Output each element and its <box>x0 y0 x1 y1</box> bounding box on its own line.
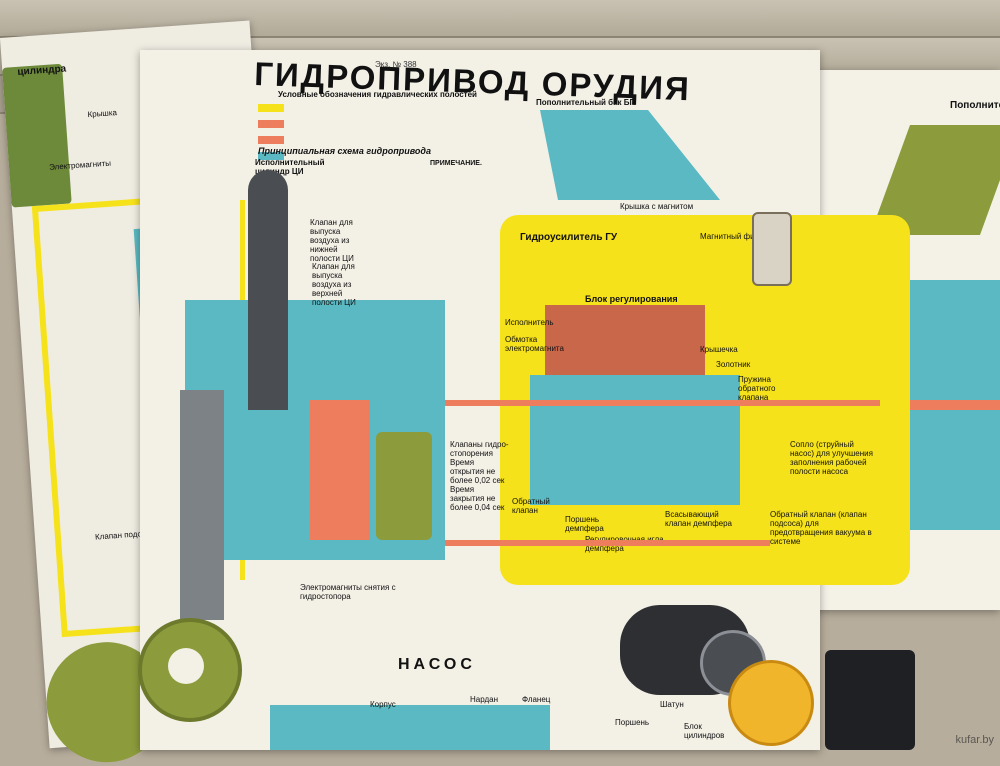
damper-piston-label: Поршень демпфера <box>565 515 604 533</box>
legend-heading: Условные обозначения гидравлических поло… <box>278 90 477 99</box>
bleed-lower-label: Клапан для выпуска воздуха из нижней пол… <box>310 218 354 263</box>
swash-plate <box>728 660 814 746</box>
cylinder-label: Исполнительный цилиндр ЦИ <box>255 158 325 176</box>
magnetic-filter-label: Магнитный фильтр <box>700 232 771 241</box>
flange-label: Фланец <box>522 695 551 704</box>
dark-part <box>825 650 915 750</box>
booster-title: Гидроусилитель ГУ <box>520 232 618 243</box>
check-suction-label: Обратный клапан (клапан подсоса) для пре… <box>770 510 872 546</box>
legend-yellow-swatch <box>258 104 284 112</box>
suction-valve-label: Всасывающий клапан демпфера <box>665 510 733 528</box>
electromagnets-label: Электромагниты снятия с гидростопора <box>300 583 396 601</box>
solenoid-valve <box>310 400 370 540</box>
legend-salmon-swatch <box>258 120 284 128</box>
left-cover-label: Крышка <box>87 108 118 120</box>
magnetic-cap-label: Крышка с магнитом <box>620 202 694 211</box>
check-valve-label: Обратный клапан <box>512 497 550 515</box>
conrod-label: Шатун <box>660 700 684 709</box>
control-block-body <box>530 375 740 505</box>
left-cylinder-block <box>2 63 72 208</box>
control-block-coils <box>545 305 705 375</box>
rod-eye-hole <box>168 648 204 684</box>
watermark: kufar.by <box>955 734 994 746</box>
cylinder-block-label: Блок цилиндров <box>684 722 725 740</box>
corner-number: Экз. № 388 <box>375 60 417 69</box>
piston-rod <box>180 390 224 620</box>
exciter-label: Исполнитель <box>505 318 554 327</box>
winding-label: Обмотка электромагнита <box>505 335 564 353</box>
solenoid-coil <box>376 432 432 540</box>
filter-canister <box>752 212 792 286</box>
note-heading: ПРИМЕЧАНИЕ. <box>430 160 482 167</box>
bleed-upper-label: Клапан для выпуска воздуха из верхней по… <box>312 262 356 307</box>
nozzle-label: Сопло (струйный насос) для улучшения зап… <box>790 440 873 476</box>
cylinder-body <box>248 170 288 410</box>
pressure-pipe <box>180 400 880 406</box>
gidrostop-valves-label: Клапаны гидро-стопорения Время открытия … <box>450 440 509 512</box>
cover-label: Крышечка <box>700 345 738 354</box>
legend-salmon-swatch-2 <box>258 136 284 144</box>
damper-needle-label: Регулировочная игла демпфера <box>585 535 664 553</box>
pump-title: НАСОС <box>398 656 476 673</box>
diagram-heading: Принципиальная схема гидропривода <box>258 146 431 156</box>
cardan-label: Нардан <box>470 695 499 704</box>
legend-cyan-swatch <box>258 152 284 160</box>
aux-tank-label: Пополнительный бак БП <box>536 98 636 107</box>
spool-label: Золотник <box>716 360 751 369</box>
return-pipe <box>300 540 770 546</box>
control-block-label: Блок регулирования <box>585 294 678 304</box>
pump-housing <box>270 705 550 750</box>
right-heading: Пополните <box>950 100 1000 111</box>
pump-housing-label: Корпус <box>370 700 396 709</box>
piston-label: Поршень <box>615 718 650 727</box>
check-spring-label: Пружина обратного клапана <box>738 375 776 402</box>
